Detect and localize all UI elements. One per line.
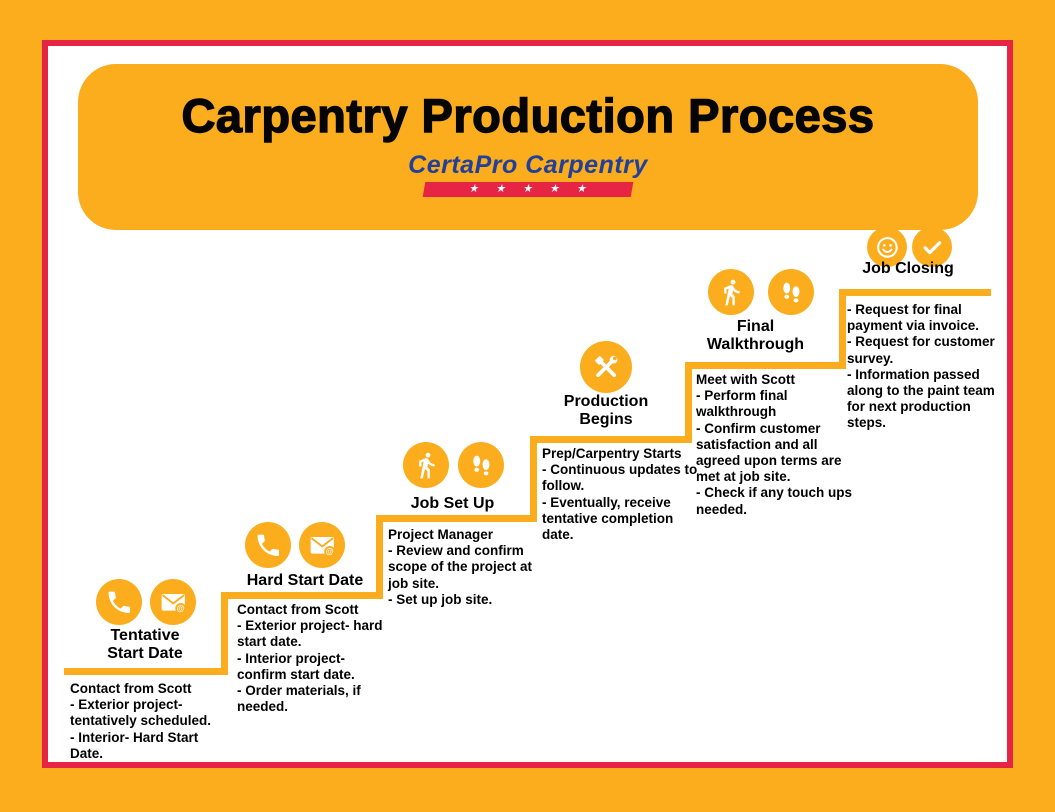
staircase-connector bbox=[530, 436, 537, 522]
step-description: Contact from Scott - Exterior project- h… bbox=[237, 602, 383, 715]
staircase-connector bbox=[221, 592, 228, 675]
tools-icon bbox=[580, 341, 632, 393]
email-at-icon: @ bbox=[299, 522, 345, 568]
staircase-connector bbox=[685, 362, 692, 443]
step-title-job-closing: Job Closing bbox=[862, 260, 954, 277]
step-title-tentative-start-date: Tentative Start Date bbox=[107, 627, 183, 662]
title-banner: Carpentry Production Process CertaPro Ca… bbox=[78, 64, 978, 230]
staircase-connector bbox=[376, 515, 383, 599]
walker-icon bbox=[708, 269, 754, 315]
step-description: Prep/Carpentry Starts - Continuous updat… bbox=[542, 446, 698, 542]
email-at-icon: @ bbox=[150, 579, 196, 625]
step-title-final-walkthrough: Final Walkthrough bbox=[706, 318, 805, 353]
staircase-bar bbox=[64, 668, 228, 675]
svg-text:@: @ bbox=[326, 547, 334, 556]
step-title-production-begins: Production Begins bbox=[563, 393, 649, 428]
staircase-connector bbox=[839, 289, 846, 369]
certapro-logo: CertaPro Carpentry bbox=[408, 151, 648, 179]
staircase-bar bbox=[383, 515, 537, 522]
step-title-hard-start-date: Hard Start Date bbox=[246, 572, 364, 589]
step-description: Project Manager - Review and confirm sco… bbox=[388, 527, 533, 607]
logo-star-bar: ★ ★ ★ ★ ★ bbox=[422, 182, 634, 197]
staircase-bar bbox=[846, 289, 991, 296]
step-description: Contact from Scott - Exterior project- t… bbox=[70, 681, 212, 761]
phone-icon bbox=[245, 522, 291, 568]
check-icon bbox=[912, 227, 952, 267]
staircase-bar bbox=[228, 592, 383, 599]
svg-text:@: @ bbox=[177, 604, 185, 613]
footprints-icon bbox=[768, 269, 814, 315]
phone-icon bbox=[96, 579, 142, 625]
footprints-icon bbox=[458, 442, 504, 488]
logo-stars: ★ ★ ★ ★ ★ bbox=[468, 183, 595, 195]
step-description: Meet with Scott - Perform final walkthro… bbox=[696, 372, 853, 517]
staircase-bar bbox=[537, 436, 692, 443]
step-title-job-set-up: Job Set Up bbox=[410, 495, 495, 512]
page-title: Carpentry Production Process bbox=[181, 88, 875, 142]
smiley-icon bbox=[867, 227, 907, 267]
step-description: - Request for final payment via invoice.… bbox=[847, 302, 995, 431]
walker-icon bbox=[403, 442, 449, 488]
staircase-bar bbox=[692, 362, 846, 369]
